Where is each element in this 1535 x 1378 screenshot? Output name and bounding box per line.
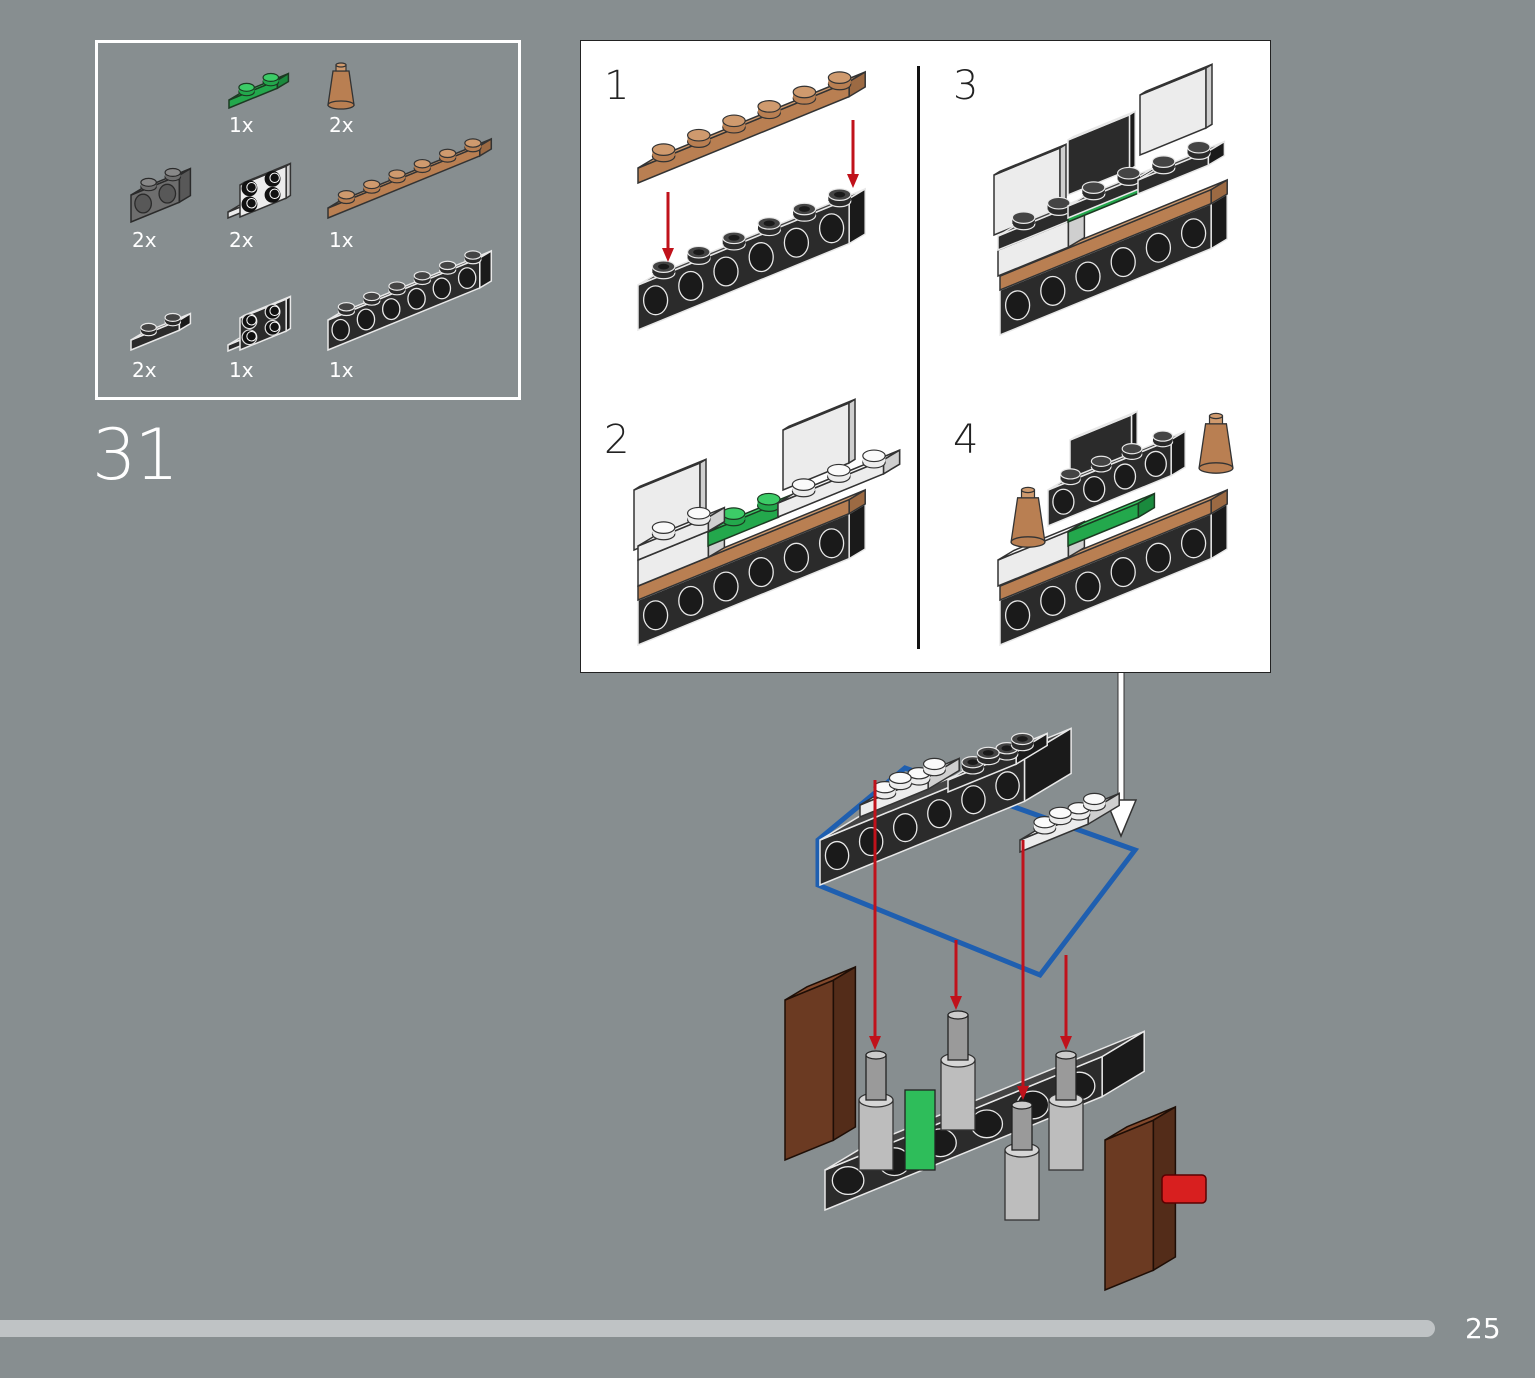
main-lower-assembly [784,965,1207,1292]
black-technic-beam-1x6-icon [327,249,493,352]
substep-divider [917,66,920,649]
substep-number: 1 [604,63,630,109]
tan-cone-icon [327,62,355,110]
part-qty: 2x [329,113,354,137]
part-qty: 2x [229,228,254,252]
step-number: 31 [92,414,179,496]
substep-1-arrows [662,120,859,262]
substep-number: 4 [953,417,979,463]
part-qty: 1x [329,228,354,252]
progress-bar [0,1320,1435,1337]
part-qty: 1x [229,113,254,137]
gray-technic-brick-icon [130,167,192,224]
part-qty: 2x [132,358,157,382]
substep-4-assembly [997,409,1234,647]
green-rounded-plate-icon [228,72,290,110]
black-bracket-icon [227,295,292,353]
main-arrows [869,780,1072,1100]
tan-plate-1x6-icon [327,137,493,220]
part-qty: 1x [329,358,354,382]
substep-2-assembly [633,397,901,647]
red-axle [1161,1174,1207,1204]
substep-1-technic-beam [637,187,866,332]
page-number: 25 [1465,1312,1501,1345]
substep-1-tan-plate [637,70,866,185]
substep-number: 2 [604,417,630,463]
substep-number: 3 [953,63,979,109]
white-bracket-icon [227,162,292,220]
part-qty: 1x [229,358,254,382]
parts-list-callout: 1x 2x 2x 2x 1x 2x 1x 1x [95,40,521,400]
part-qty: 2x [132,228,157,252]
black-plate-1x2-icon [130,312,192,352]
substep-3-assembly [993,62,1228,337]
main-upper-assembly [815,727,1140,979]
